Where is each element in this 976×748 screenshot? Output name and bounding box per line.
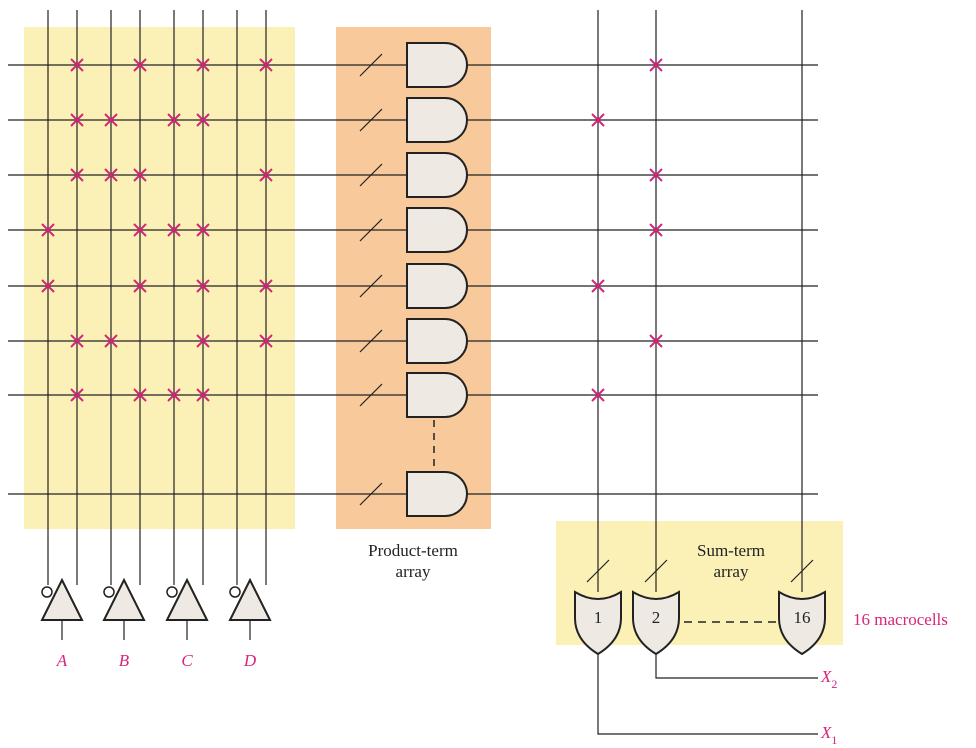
input-buffer-4 (228, 577, 272, 621)
bus-slash-7 (359, 383, 383, 407)
product-term-gates (406, 42, 468, 517)
fuse-5-d (259, 279, 273, 293)
or-gate-label-2: 2 (652, 608, 661, 627)
and-gate-1 (406, 42, 468, 88)
sum-fuse-4 (649, 223, 663, 237)
fuse-1-c (196, 58, 210, 72)
product-array-label-line1: Product-term (368, 541, 458, 560)
input-buffer-1 (40, 577, 84, 621)
input-label-d: D (243, 651, 257, 670)
output-line-x2 (655, 654, 818, 679)
fuse-1-d (259, 58, 273, 72)
fuse-3-a (70, 168, 84, 182)
fuse-6-a (70, 334, 84, 348)
fuse-4-b (133, 223, 147, 237)
sum-fuse-2 (591, 113, 605, 127)
fuse-1-b (133, 58, 147, 72)
and-gate-2 (406, 97, 468, 143)
bus-slash-6 (359, 329, 383, 353)
fuse-4-a-not (41, 223, 55, 237)
fuse-7-c-not (167, 388, 181, 402)
bus-slash-1 (359, 53, 383, 77)
fuse-4-c-not (167, 223, 181, 237)
and-gate-7 (406, 372, 468, 418)
fuse-4-c (196, 223, 210, 237)
fuse-7-a (70, 388, 84, 402)
bus-slash-5 (359, 274, 383, 298)
bus-slash-3 (359, 163, 383, 187)
invert-bubble-1 (41, 586, 53, 598)
sum-fuse-6 (649, 334, 663, 348)
fuse-3-b (133, 168, 147, 182)
or-gate-1 (574, 590, 622, 656)
output-label-x1: X1 (820, 723, 837, 747)
sum-slash-2 (644, 559, 668, 583)
and-gate-8 (406, 471, 468, 517)
invert-bubble-2 (103, 586, 115, 598)
fuse-5-b (133, 279, 147, 293)
invert-bubble-3 (166, 586, 178, 598)
fuse-6-b-not (104, 334, 118, 348)
or-gate-2 (632, 590, 680, 656)
fuse-2-c (196, 113, 210, 127)
fuse-5-a-not (41, 279, 55, 293)
and-gate-6 (406, 318, 468, 364)
and-gate-5 (406, 263, 468, 309)
sum-slash-3 (790, 559, 814, 583)
input-label-a: A (56, 651, 68, 670)
input-buffers (40, 577, 272, 640)
bus-slash-2 (359, 108, 383, 132)
macrocells-label: 16 macrocells (853, 610, 948, 629)
bus-slash-4 (359, 218, 383, 242)
and-gate-4 (406, 207, 468, 253)
fuse-7-b (133, 388, 147, 402)
or-gate-label-1: 1 (594, 608, 603, 627)
sum-fuse-1 (649, 58, 663, 72)
output-line-x1 (597, 654, 818, 735)
or-gate-label-16: 16 (794, 608, 811, 627)
sum-fuse-7 (591, 388, 605, 402)
sum-fuse-3 (649, 168, 663, 182)
fuse-6-c (196, 334, 210, 348)
sum-array-label-line1: Sum-term (697, 541, 765, 560)
fuse-2-a (70, 113, 84, 127)
fuse-2-c-not (167, 113, 181, 127)
and-gate-3 (406, 152, 468, 198)
or-gates (574, 590, 826, 735)
fuse-2-b-not (104, 113, 118, 127)
and-array-panel (24, 27, 295, 529)
sum-slash-1 (586, 559, 610, 583)
invert-bubble-4 (229, 586, 241, 598)
fuse-5-c (196, 279, 210, 293)
input-label-c: C (181, 651, 193, 670)
product-array-label-line2: array (396, 562, 431, 581)
fuse-6-d (259, 334, 273, 348)
bus-slash-8 (359, 482, 383, 506)
fuse-3-b-not (104, 168, 118, 182)
input-label-b: B (119, 651, 130, 670)
sum-array-label-line2: array (714, 562, 749, 581)
input-buffer-2 (102, 577, 146, 621)
fuse-3-d (259, 168, 273, 182)
fuse-marks (41, 58, 663, 402)
input-buffer-3 (165, 577, 209, 621)
fuse-7-c (196, 388, 210, 402)
sum-fuse-5 (591, 279, 605, 293)
fuse-1-a (70, 58, 84, 72)
output-label-x2: X2 (820, 667, 837, 691)
interconnect-grid (8, 10, 818, 592)
or-gate-3 (778, 590, 826, 656)
